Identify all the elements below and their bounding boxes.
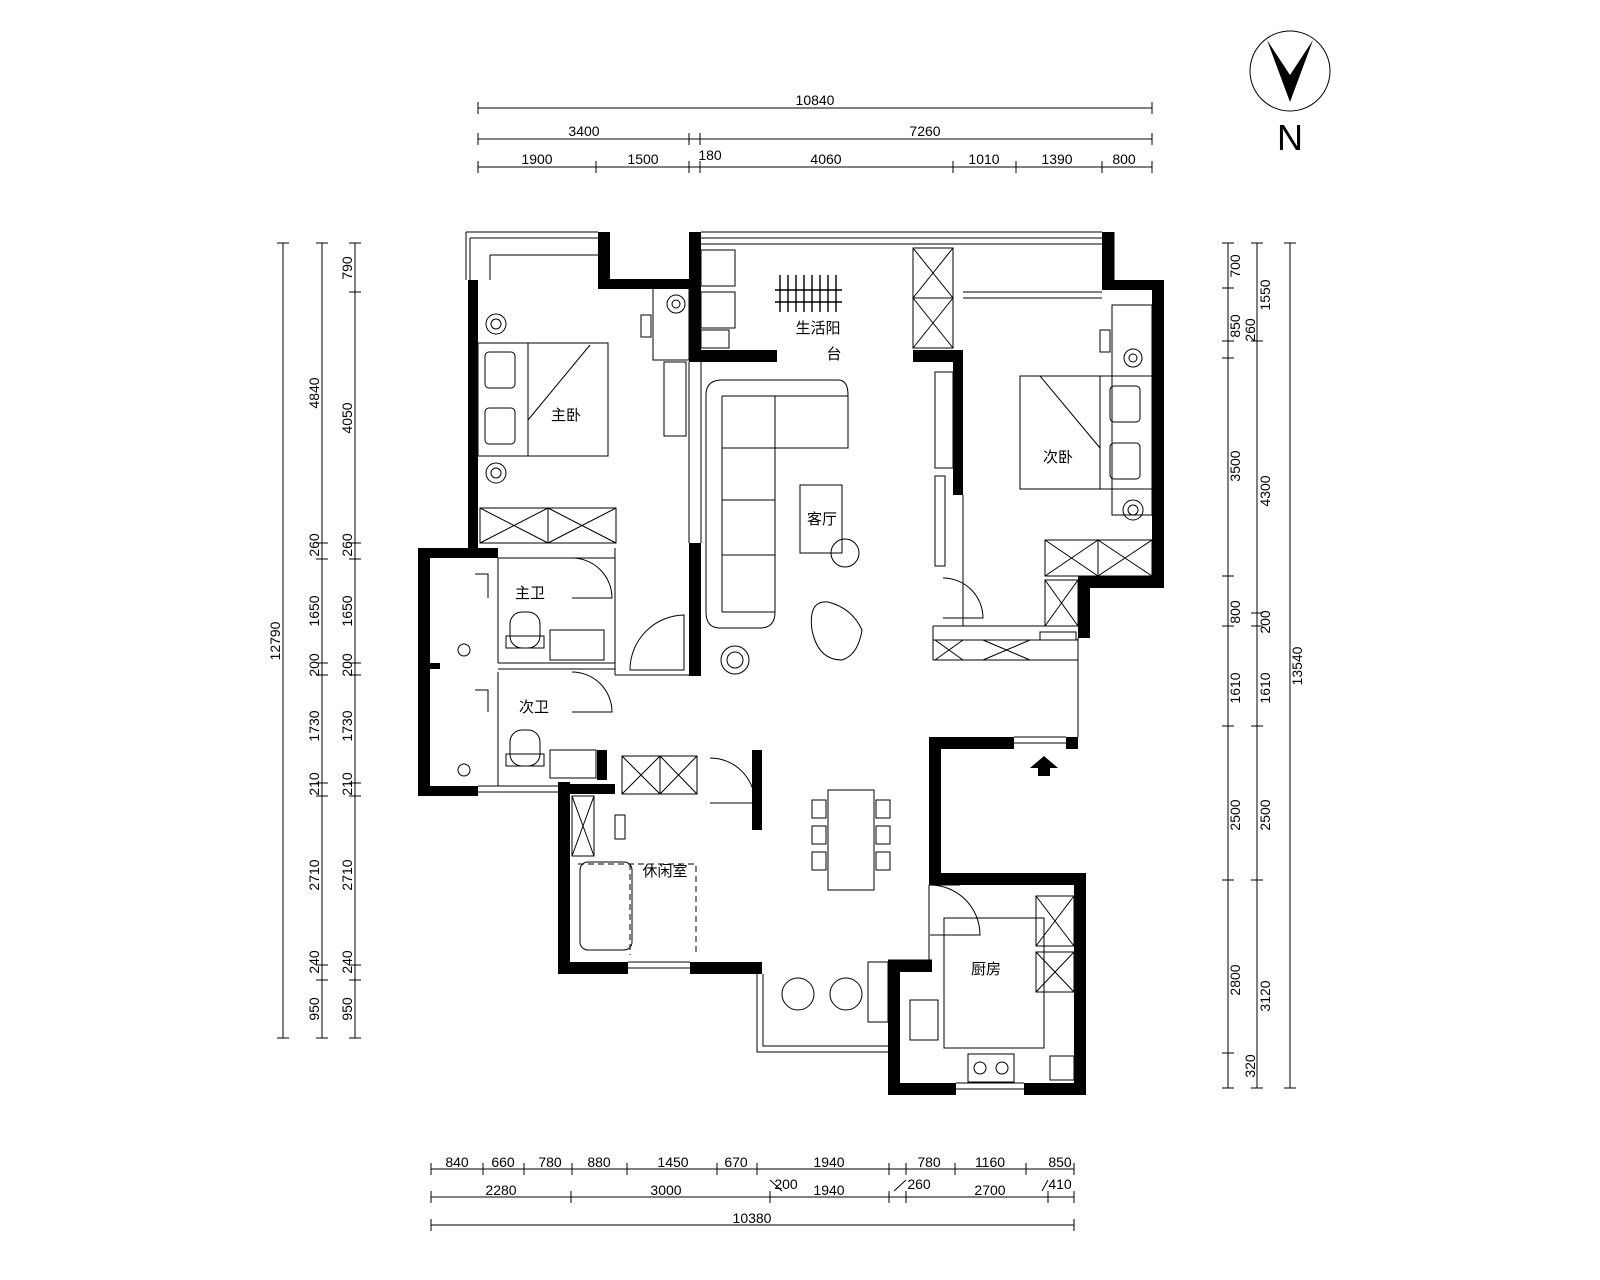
dim-right-mid-2: 4300 bbox=[1257, 475, 1273, 506]
dim-left-mid-1: 4840 bbox=[306, 377, 322, 408]
dim-right-inner-3: 260 bbox=[1242, 318, 1258, 342]
dim-left-inner-6: 1730 bbox=[339, 710, 355, 741]
dim-left-mid-9: 950 bbox=[306, 997, 322, 1021]
room-master-bedroom: 主卧 bbox=[551, 406, 581, 424]
top-dimensions: 10840 3400 7260 1900 1500 180 4060 1010 … bbox=[477, 92, 1153, 173]
dim-right-mid-1: 1550 bbox=[1257, 279, 1273, 310]
dim-bottom-small-2: 660 bbox=[491, 1154, 515, 1170]
right-dimensions: 700 850 260 3500 800 1610 2500 2800 320 … bbox=[1222, 242, 1305, 1089]
dim-top-small-7: 800 bbox=[1112, 151, 1136, 167]
dim-top-small-3: 180 bbox=[698, 147, 722, 163]
dim-right-inner-6: 1610 bbox=[1227, 672, 1243, 703]
dim-left-mid-5: 1730 bbox=[306, 710, 322, 741]
room-leisure-room: 休闲室 bbox=[642, 862, 687, 880]
dim-bottom-small-3: 780 bbox=[538, 1154, 562, 1170]
toilet-icon bbox=[505, 611, 545, 649]
room-master-bath: 主卫 bbox=[515, 584, 545, 602]
dim-right-mid-6: 3120 bbox=[1257, 980, 1273, 1011]
dim-bottom-small-8: 780 bbox=[917, 1154, 941, 1170]
dim-left-mid-4: 200 bbox=[306, 653, 322, 677]
dim-right-total: 13540 bbox=[1289, 646, 1305, 685]
dim-right-mid-4: 1610 bbox=[1257, 672, 1273, 703]
dim-bottom-mid-4: 1940 bbox=[813, 1182, 844, 1198]
dim-top-small-5: 1010 bbox=[968, 151, 999, 167]
dim-left-mid-6: 210 bbox=[306, 772, 322, 796]
dim-right-inner-7: 2500 bbox=[1227, 799, 1243, 830]
dim-right-inner-2: 850 bbox=[1227, 314, 1243, 338]
dim-bottom-total: 10380 bbox=[733, 1210, 772, 1226]
dim-bottom-mid-3: 200 bbox=[774, 1176, 798, 1192]
north-label: N bbox=[1277, 117, 1303, 158]
dim-bottom-mid-2: 3000 bbox=[650, 1182, 681, 1198]
dim-right-inner-9: 320 bbox=[1242, 1054, 1258, 1078]
toilet-icon-2 bbox=[505, 729, 545, 767]
dim-left-inner-2: 4050 bbox=[339, 402, 355, 433]
dim-left-mid-3: 1650 bbox=[306, 595, 322, 626]
dim-left-inner-4: 1650 bbox=[339, 595, 355, 626]
dim-right-mid-5: 2500 bbox=[1257, 799, 1273, 830]
sofa-icon bbox=[705, 379, 849, 629]
walls bbox=[418, 232, 1164, 1095]
dim-bottom-mid-1: 2280 bbox=[485, 1182, 516, 1198]
dim-bottom-small-6: 670 bbox=[724, 1154, 748, 1170]
bed-icon bbox=[477, 313, 609, 484]
dim-top-small-4: 4060 bbox=[810, 151, 841, 167]
entry-arrow-icon bbox=[1030, 756, 1058, 776]
room-second-bedroom: 次卧 bbox=[1043, 448, 1073, 466]
dim-right-inner-8: 2800 bbox=[1227, 964, 1243, 995]
dim-left-inner-1: 790 bbox=[339, 256, 355, 280]
furniture bbox=[457, 247, 1153, 1083]
room-living-room: 客厅 bbox=[807, 510, 837, 528]
dim-left-inner-8: 2710 bbox=[339, 859, 355, 890]
dim-top-mid-1: 3400 bbox=[568, 123, 599, 139]
dim-bottom-mid-6: 2700 bbox=[974, 1182, 1005, 1198]
north-arrow-icon bbox=[1267, 40, 1313, 102]
left-dimensions: 12790 4840 260 1650 200 1730 210 2710 24… bbox=[267, 242, 361, 1039]
dining-table-icon bbox=[811, 789, 891, 891]
dim-top-mid-2: 7260 bbox=[909, 123, 940, 139]
room-labels: 主卧 生活阳台 次卧 客厅 主卫 次卫 休闲室 厨房 bbox=[515, 319, 1073, 978]
dim-bottom-small-5: 1450 bbox=[657, 1154, 688, 1170]
dim-top-small-1: 1900 bbox=[521, 151, 552, 167]
room-second-bath: 次卫 bbox=[519, 698, 549, 716]
dim-top-small-2: 1500 bbox=[627, 151, 658, 167]
dim-left-inner-9: 240 bbox=[339, 950, 355, 974]
dim-right-inner-4: 3500 bbox=[1227, 450, 1243, 481]
dim-bottom-small-10: 850 bbox=[1048, 1154, 1072, 1170]
dim-bottom-mid-7: 410 bbox=[1048, 1176, 1072, 1192]
dim-left-mid-8: 240 bbox=[306, 950, 322, 974]
dim-left-inner-5: 200 bbox=[339, 653, 355, 677]
dim-left-mid-2: 260 bbox=[306, 533, 322, 557]
window-lines bbox=[465, 231, 1115, 1090]
dim-left-inner-3: 260 bbox=[339, 533, 355, 557]
dim-top-small-6: 1390 bbox=[1041, 151, 1072, 167]
dim-left-inner-10: 950 bbox=[339, 997, 355, 1021]
armchair-icon bbox=[810, 601, 863, 661]
dim-right-inner-1: 700 bbox=[1227, 254, 1243, 278]
dim-left-inner-7: 210 bbox=[339, 772, 355, 796]
dim-right-mid-3: 200 bbox=[1257, 610, 1273, 634]
room-balcony: 生活阳台 bbox=[795, 319, 841, 363]
dim-bottom-mid-5: 260 bbox=[907, 1176, 931, 1192]
dim-bottom-small-4: 880 bbox=[587, 1154, 611, 1170]
dim-top-total: 10840 bbox=[796, 92, 835, 108]
room-kitchen: 厨房 bbox=[971, 960, 1001, 978]
dim-bottom-small-9: 1160 bbox=[975, 1154, 1005, 1170]
dim-left-mid-7: 2710 bbox=[306, 859, 322, 890]
bottom-dimensions: 840 660 780 880 1450 670 1940 780 1160 8… bbox=[430, 1154, 1075, 1231]
compass: N bbox=[1249, 30, 1331, 158]
dim-right-inner-5: 800 bbox=[1227, 600, 1243, 624]
bed-icon-2 bbox=[1019, 348, 1153, 521]
drying-rack-icon bbox=[775, 275, 842, 312]
dim-bottom-small-1: 840 bbox=[445, 1154, 469, 1170]
wardrobe-icon bbox=[479, 507, 617, 544]
dim-bottom-small-7: 1940 bbox=[813, 1154, 844, 1170]
dim-left-total: 12790 bbox=[267, 621, 283, 660]
